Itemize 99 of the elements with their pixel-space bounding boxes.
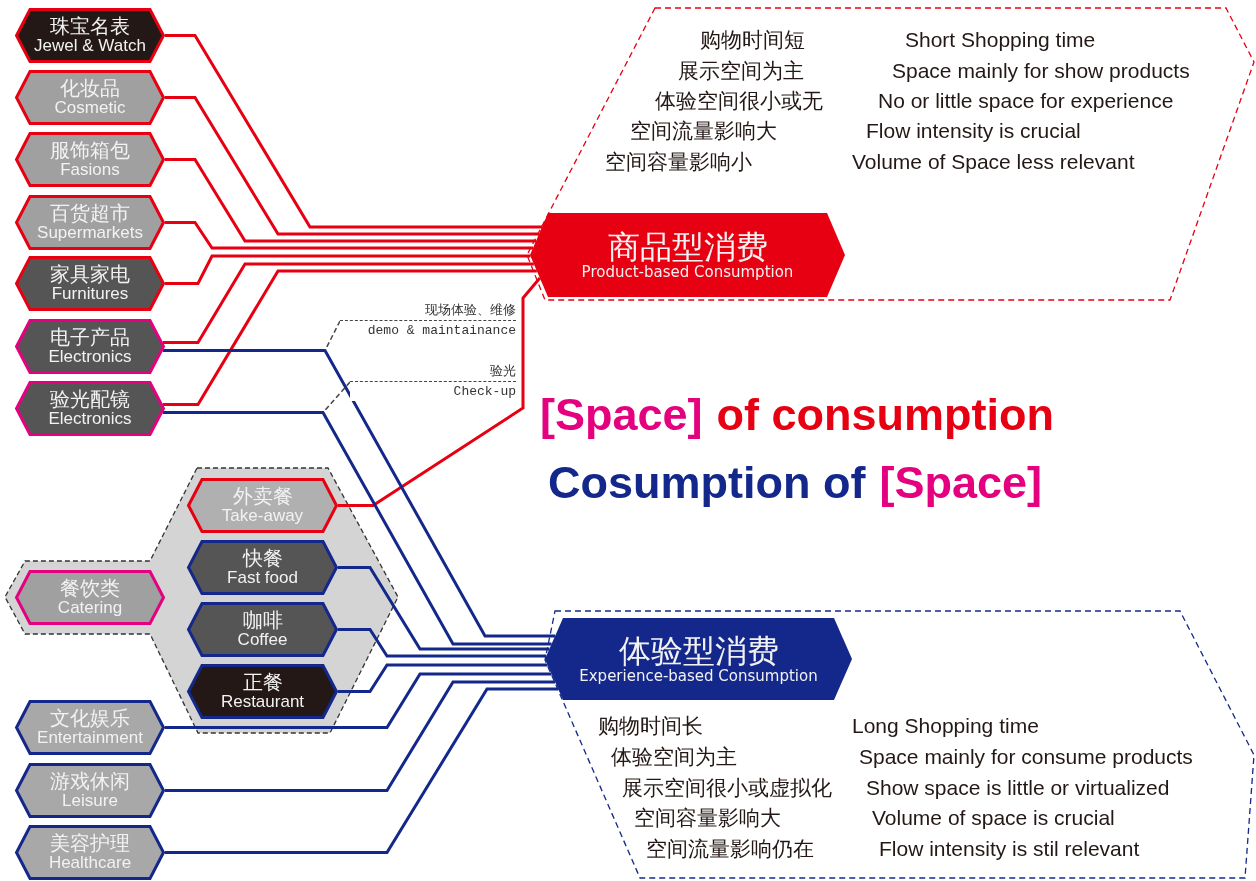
feature-text: 体验空间为主 [611, 745, 737, 769]
heading-text: [Space] [540, 390, 703, 440]
feature-text: 展示空间很小或虚拟化 [622, 776, 832, 800]
english-label: Product-based Consumption [581, 264, 794, 281]
category-hexagon [15, 381, 165, 436]
connector-line [162, 262, 534, 344]
connector-line [338, 628, 547, 658]
category-hexagon [187, 478, 338, 533]
chinese-label: 验光配镜 [50, 388, 130, 411]
english-label: Fast food [227, 569, 298, 588]
chinese-label: 化妆品 [60, 77, 120, 100]
category-hexagon [15, 256, 165, 311]
category-hexagon [15, 8, 165, 63]
leader-line [324, 320, 341, 352]
feature-text: Space mainly for consume products [859, 745, 1193, 769]
english-label: Leisure [62, 792, 118, 811]
connector-line [165, 221, 533, 250]
feature-text: Long Shopping time [852, 714, 1039, 738]
feature-text: Show space is little or virtualized [866, 776, 1170, 800]
feature-text: 空间流量影响大 [630, 119, 777, 143]
feature-text: Volume of Space less relevant [852, 150, 1135, 174]
leader-line [322, 381, 351, 414]
feature-text: 体验空间很小或无 [655, 89, 823, 113]
english-label: Take-away [221, 507, 304, 526]
english-label: Furnitures [51, 285, 129, 304]
heading-text: [Space] [879, 458, 1042, 508]
chinese-label: 文化娱乐 [50, 707, 130, 730]
chinese-label: 正餐 [242, 671, 283, 694]
chinese-label: 体验型消费 [618, 633, 779, 669]
catering-group-panel [5, 468, 398, 733]
chinese-label: 珠宝名表 [50, 15, 130, 38]
category-hexagon [15, 195, 165, 250]
chinese-label: 游戏休闲 [50, 770, 130, 793]
english-label: Restaurant [220, 693, 305, 712]
feature-text: 空间容量影响小 [605, 150, 752, 174]
heading-text: Cosumption of [548, 458, 866, 508]
english-label: Catering [57, 599, 123, 618]
connector-line [165, 680, 556, 792]
category-hexagon [15, 70, 165, 125]
chinese-label: 咖啡 [242, 609, 283, 632]
connector-line [165, 34, 542, 229]
connector-line [165, 96, 539, 236]
connector-line [165, 687, 559, 854]
chinese-label: 百货超市 [50, 202, 130, 225]
english-label: Cosmetic [54, 99, 126, 118]
english-label: Entertainment [37, 729, 143, 748]
category-hexagon [15, 570, 165, 625]
category-hexagon [15, 700, 165, 755]
connector-line [162, 349, 556, 638]
english-label: Experience-based Consumption [579, 668, 818, 685]
connector-line [162, 411, 552, 646]
english-label: Electronics [48, 348, 132, 367]
heading-text: of consumption [716, 390, 1055, 440]
feature-text: 展示空间为主 [678, 59, 804, 83]
category-hexagon [15, 825, 165, 880]
category-hexagon [187, 664, 338, 719]
feature-text: Space mainly for show products [892, 59, 1190, 83]
consumption-type-hexagon [545, 618, 852, 700]
chinese-label: 家具家电 [50, 263, 130, 286]
feature-text: Volume of space is crucial [872, 806, 1115, 830]
feature-text: Flow intensity is stil relevant [879, 837, 1140, 861]
english-label: Supermarkets [37, 224, 143, 243]
english-label: Jewel & Watch [34, 37, 146, 56]
feature-panel [543, 609, 1256, 880]
annotation-text: Check-up [350, 382, 516, 401]
feature-text: 购物时间短 [700, 28, 805, 52]
category-hexagon [15, 132, 165, 187]
category-hexagon [187, 602, 338, 657]
connector-line [338, 663, 548, 693]
connector-line [165, 158, 536, 243]
annotation-text: 验光 [350, 362, 516, 382]
chinese-label: 餐饮类 [60, 577, 120, 600]
consumption-type-hexagon [530, 213, 845, 297]
chinese-label: 电子产品 [50, 326, 130, 349]
english-label: Fasions [60, 161, 120, 180]
connector-line [165, 254, 531, 285]
feature-text: 购物时间长 [598, 714, 703, 738]
english-label: Healthcare [48, 854, 132, 873]
feature-text: 空间流量影响仍在 [646, 837, 814, 861]
connector-line [338, 566, 550, 651]
chinese-label: 美容护理 [50, 832, 130, 855]
category-hexagon [15, 763, 165, 818]
chinese-label: 外卖餐 [232, 485, 293, 508]
chinese-label: 快餐 [242, 547, 283, 570]
category-hexagon [187, 540, 338, 595]
connector-line [165, 672, 552, 729]
connector-line [338, 277, 541, 507]
category-hexagon [15, 319, 165, 374]
feature-panel [525, 6, 1256, 302]
feature-text: 空间容量影响大 [634, 806, 781, 830]
english-label: Electronics [48, 410, 132, 429]
feature-text: Short Shopping time [905, 28, 1096, 52]
feature-text: No or little space for experience [878, 89, 1174, 113]
chinese-label: 服饰箱包 [50, 139, 130, 162]
chinese-label: 商品型消费 [607, 229, 768, 265]
english-label: Coffee [237, 631, 288, 650]
connector-line [162, 269, 537, 406]
annotation-text: 现场体验、维修 [340, 301, 516, 321]
feature-text: Flow intensity is crucial [866, 119, 1081, 143]
